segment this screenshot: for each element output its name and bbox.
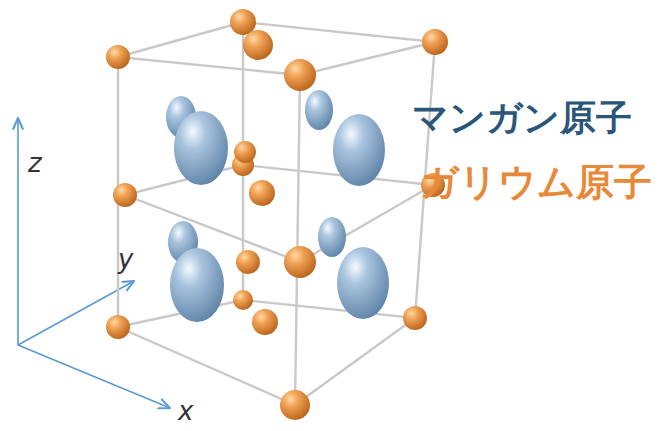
axis-label: z bbox=[28, 150, 42, 176]
atom-label: ガリウム原子 bbox=[420, 163, 652, 201]
gallium-atoms-back bbox=[230, 9, 278, 335]
atom-label: マンガン原子 bbox=[412, 100, 632, 136]
axis-label: y bbox=[118, 246, 133, 272]
axis-label: x bbox=[178, 398, 193, 424]
unit-cell-frame bbox=[118, 22, 435, 405]
coordinate-axes bbox=[18, 118, 170, 408]
gallium-atoms-front bbox=[106, 29, 448, 420]
manganese-atoms bbox=[166, 90, 389, 322]
